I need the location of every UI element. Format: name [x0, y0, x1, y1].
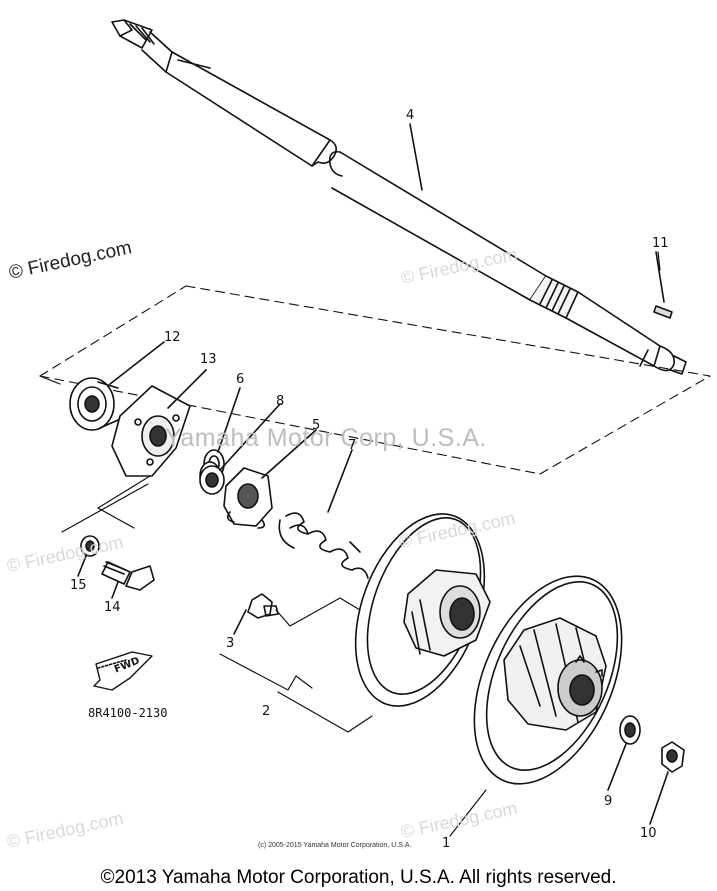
movable-sheave-part-2 [354, 513, 491, 707]
callout-6: 6 [236, 372, 245, 387]
callout-3: 3 [226, 636, 235, 651]
washer-part-9 [607, 715, 641, 791]
callout-7: 7 [348, 438, 357, 453]
grease-nipple-part-3 [233, 593, 279, 635]
callout-13: 13 [200, 352, 217, 367]
bearing-part-12 [69, 341, 165, 431]
collar-part-8 [199, 403, 281, 495]
callout-1: 1 [442, 836, 451, 851]
part-code: 8R4100-2130 [88, 706, 168, 720]
copyright-footer: ©2013 Yamaha Motor Corporation, U.S.A. A… [100, 867, 617, 888]
fwd-arrow [93, 651, 153, 691]
leader-lines [39, 251, 661, 837]
callout-11: 11 [652, 236, 669, 251]
cam-plate-part-13 [111, 369, 207, 477]
callout-5: 5 [312, 418, 321, 433]
key-part-11 [653, 251, 673, 319]
fixed-sheave-part-1 [473, 575, 623, 785]
spring-part-7 [278, 449, 369, 579]
callout-15: 15 [70, 578, 87, 593]
watermark-brand: Yamaha Motor Corp, U.S.A. [165, 424, 487, 452]
spring-seat-part-5 [223, 429, 317, 529]
assembly-boundary [39, 285, 711, 475]
callout-8: 8 [276, 394, 285, 409]
shaft-lower [328, 150, 687, 375]
callout-10: 10 [640, 826, 657, 841]
callout-12: 12 [164, 330, 181, 345]
callout-4: 4 [406, 108, 415, 123]
shaft-upper [111, 19, 338, 167]
nut-part-10 [649, 741, 685, 825]
small-credit: (c) 2005-2015 Yamaha Motor Corporation, … [258, 842, 412, 849]
nut-part-15 [77, 535, 100, 577]
bolt-part-14 [101, 561, 155, 599]
callout-14: 14 [104, 600, 121, 615]
callout-9: 9 [604, 794, 613, 809]
callout-2: 2 [262, 704, 271, 719]
leader-4 [409, 123, 423, 191]
